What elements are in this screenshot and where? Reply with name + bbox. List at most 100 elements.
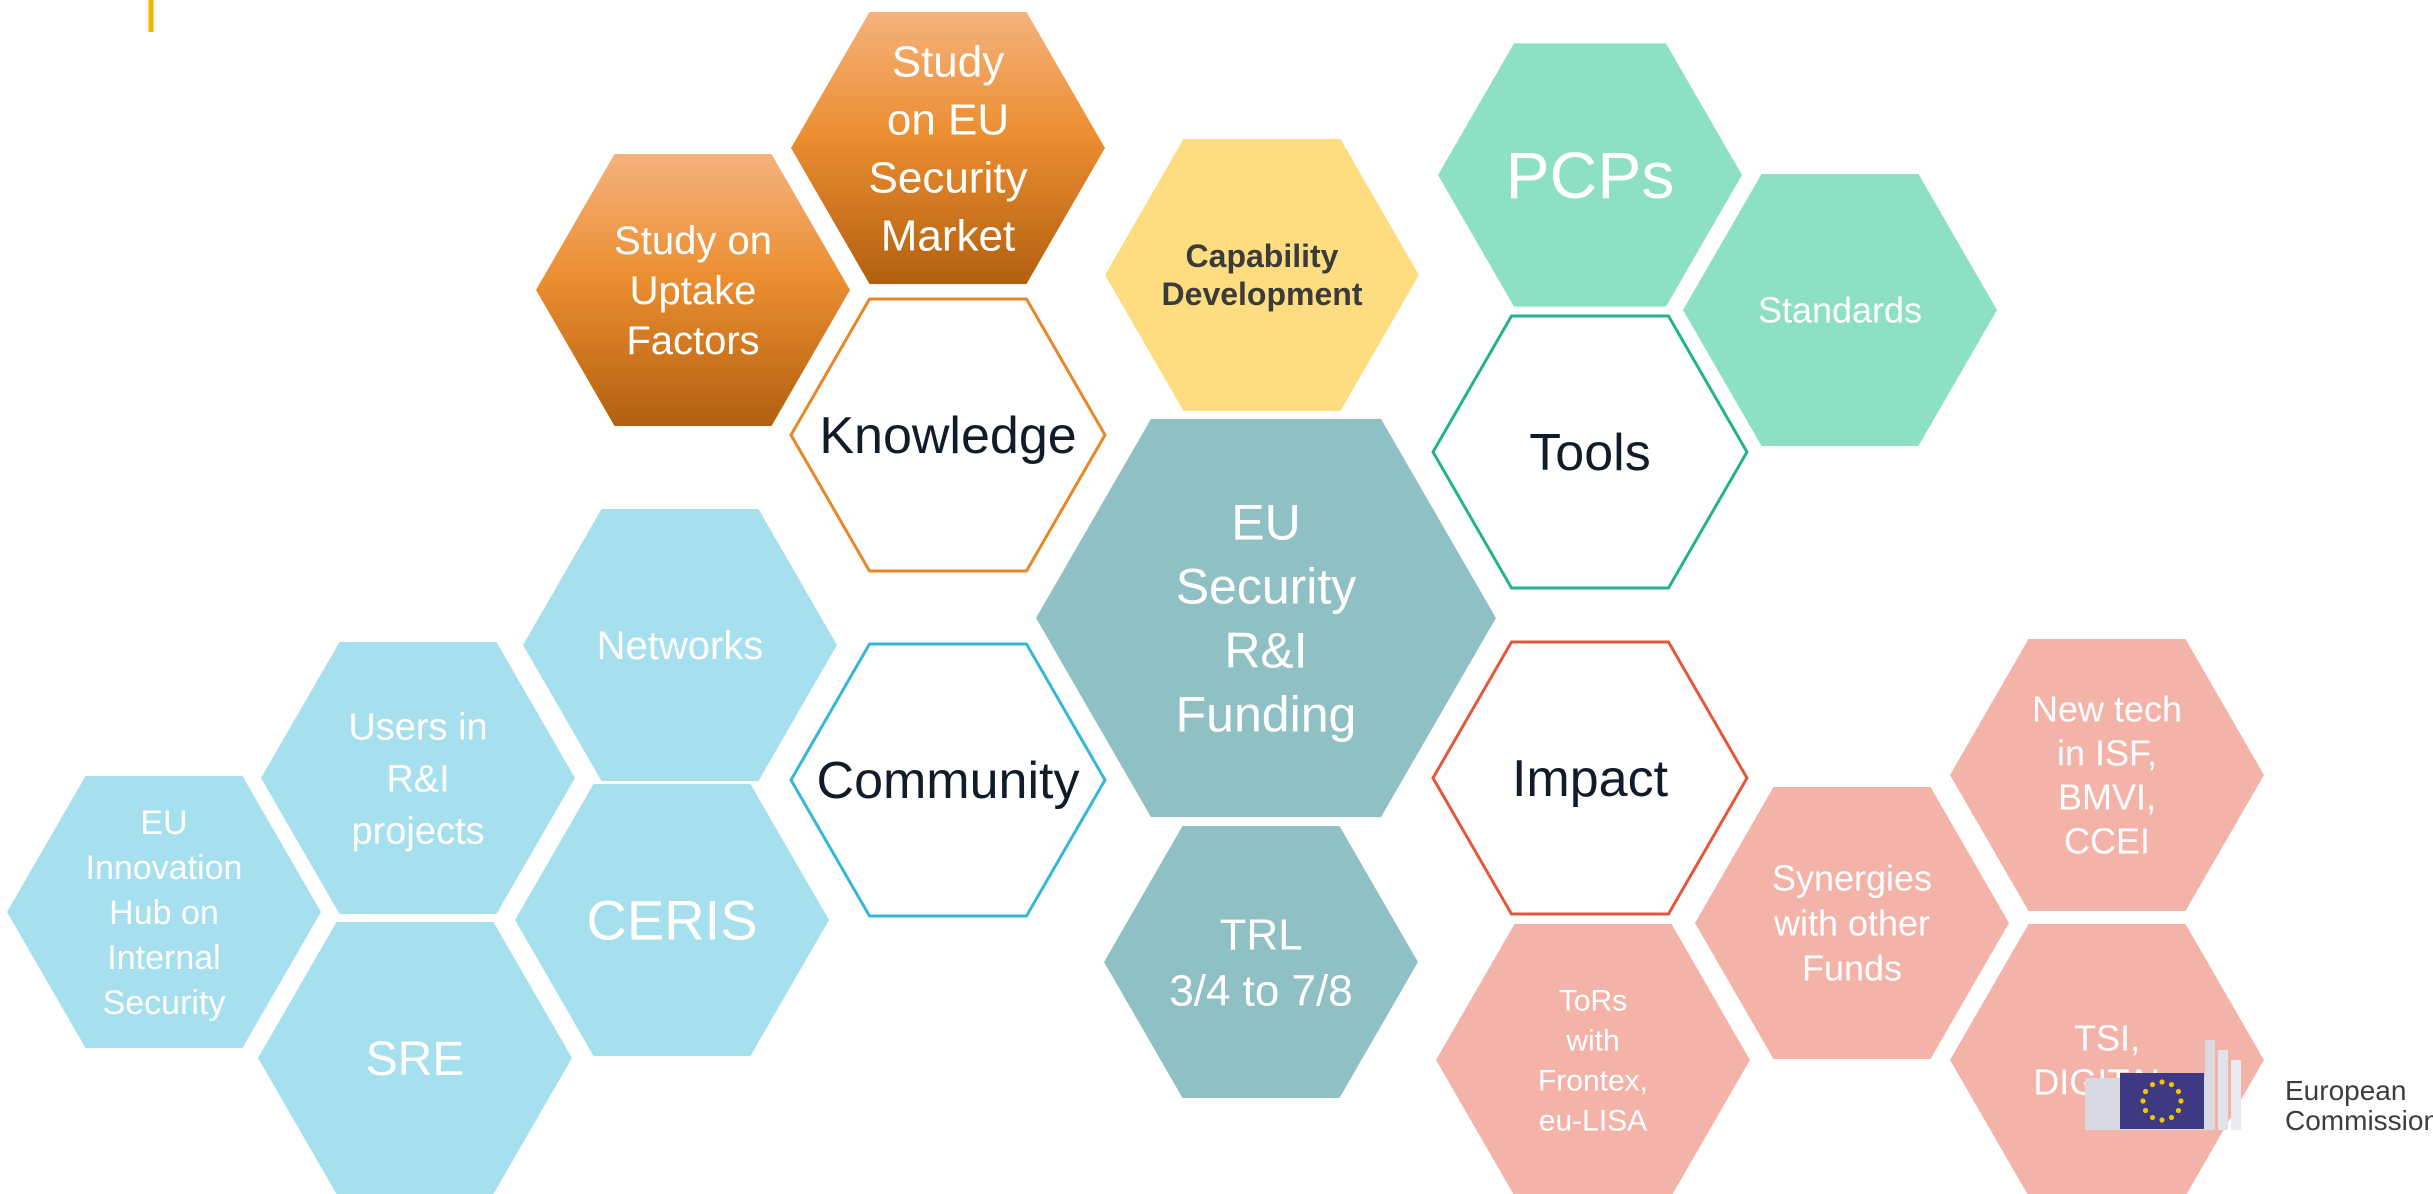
hexagon-label-tsi: TSI, [2074, 1018, 2140, 1059]
flag-star [2168, 1081, 2175, 1088]
hexagon-shape-standards [1683, 174, 1997, 446]
hexagon-label-networks: Networks [597, 624, 764, 668]
hexagon-sre: SRE [258, 922, 572, 1194]
hexagon-label-study-market: Security [869, 153, 1028, 202]
european-commission-logo: European Commission [2085, 1040, 2433, 1136]
hexagon-label-innovation-hub: Hub on [109, 894, 219, 932]
hexagon-label-users: projects [351, 810, 484, 852]
flag-star [2142, 1088, 2149, 1095]
hexagon-label-knowledge: Knowledge [819, 407, 1076, 465]
hexagon-community: Community [789, 642, 1107, 918]
hexagon-label-new-tech: BMVI, [2058, 777, 2156, 818]
hexagon-label-study-uptake: Uptake [630, 269, 757, 313]
hexagon-label-sre: SRE [366, 1033, 465, 1086]
hexagon-impact: Impact [1431, 640, 1749, 916]
hexagon-standards: Standards [1683, 174, 1997, 446]
hexagon-shape-sre [258, 922, 572, 1194]
hexagon-label-tools: Tools [1529, 424, 1650, 482]
hexagon-label-synergies: Synergies [1772, 858, 1932, 899]
hexagon-label-pcps: PCPs [1506, 138, 1675, 212]
hexagon-shape-innovation-hub [7, 776, 321, 1048]
hexagon-label-innovation-hub: Security [103, 984, 226, 1022]
hexagon-label-users: Users in [348, 706, 487, 748]
eu-flag-icon [2120, 1073, 2204, 1129]
hexagon-shape-study-uptake [536, 154, 850, 426]
hexagon-shape-eu-funding [1036, 418, 1496, 818]
hexagon-label-community: Community [817, 752, 1080, 810]
hexagon-label-eu-funding: R&I [1224, 623, 1307, 679]
flag-star [2168, 1114, 2175, 1121]
hexagon-label-study-uptake: Factors [626, 319, 759, 363]
hexagon-networks: Networks [523, 509, 837, 781]
hexagon-shape-community [789, 642, 1107, 918]
hexagon-shape-new-tech [1950, 639, 2264, 911]
flag-star [2149, 1114, 2156, 1121]
hexagon-label-ceris: CERIS [586, 889, 757, 952]
hexagon-label-innovation-hub: EU [140, 804, 187, 842]
hexagon-label-study-market: Market [881, 211, 1015, 260]
hexagon-shape-networks [523, 509, 837, 781]
hexagon-label-eu-funding: EU [1231, 495, 1300, 551]
hexagon-label-new-tech: in ISF, [2057, 733, 2157, 774]
flag-star [2159, 1117, 2165, 1123]
hexagon-label-capability: Capability [1186, 238, 1339, 274]
hexagon-shape-impact [1431, 640, 1749, 916]
hexagon-shape-tors [1436, 924, 1750, 1194]
hexagon-tsi: TSI,DIGITAL, [1950, 924, 2264, 1194]
hexagon-shape-study-market [791, 12, 1105, 284]
hexagon-label-new-tech: New tech [2032, 689, 2182, 730]
flag-star [2178, 1098, 2184, 1104]
flag-star [2142, 1107, 2149, 1114]
hexagon-label-trl: 3/4 to 7/8 [1169, 966, 1352, 1015]
hexagon-label-trl: TRL [1219, 910, 1302, 959]
hexagon-label-study-market: Study [892, 37, 1005, 86]
hexagon-shape-users [261, 642, 575, 914]
hexagon-label-users: R&I [386, 758, 449, 800]
hexagon-users: Users in R&I projects [261, 642, 575, 914]
hexagon-label-eu-funding: Security [1176, 559, 1357, 615]
hexagon-label-capability: Development [1162, 276, 1363, 312]
hexagon-pcps: PCPs [1438, 43, 1742, 307]
flag-star [2149, 1081, 2156, 1088]
hexagon-tools: Tools [1431, 314, 1749, 590]
hexagon-shape-capability [1105, 139, 1419, 411]
hexagon-label-tors: with [1565, 1025, 1619, 1058]
hexagon-shape-tools [1431, 314, 1749, 590]
hexagon-label-impact: Impact [1512, 750, 1669, 808]
hexagon-label-standards: Standards [1758, 290, 1922, 331]
hexagon-label-new-tech: CCEI [2064, 821, 2150, 862]
flag-star [2159, 1079, 2165, 1085]
hexagon-label-eu-funding: Funding [1176, 687, 1357, 743]
logo-text-line2: Commission [2285, 1105, 2433, 1136]
flag-star [2140, 1098, 2146, 1104]
hexagon-label-study-uptake: Study on [614, 219, 772, 263]
hexagon-label-innovation-hub: Internal [107, 939, 220, 977]
logo-text-line1: European [2285, 1075, 2406, 1106]
hexagon-label-innovation-hub: Innovation [86, 849, 243, 887]
hexagon-shape-tsi [1950, 924, 2264, 1194]
hexagon-shape-synergies [1695, 787, 2009, 1059]
hexagon-label-tors: Frontex, [1538, 1065, 1648, 1098]
hexagon-label-synergies: with other [1773, 903, 1930, 944]
hexagon-label-tors: eu-LISA [1539, 1105, 1647, 1138]
hexagon-trl: TRL 3/4 to 7/8 [1104, 826, 1418, 1098]
hexagon-shape-pcps [1438, 43, 1742, 307]
hexagon-label-synergies: Funds [1802, 948, 1902, 989]
hexagon-label-tors: ToRs [1559, 985, 1627, 1018]
flag-star [2175, 1107, 2182, 1114]
hexagon-shape-ceris [515, 784, 829, 1056]
hexagon-knowledge: Knowledge [789, 297, 1107, 573]
hexagon-shape-trl [1104, 826, 1418, 1098]
hexagon-label-study-market: on EU [887, 95, 1009, 144]
hexagon-shape-knowledge [789, 297, 1107, 573]
hexagon-ceris: CERIS [515, 784, 829, 1056]
